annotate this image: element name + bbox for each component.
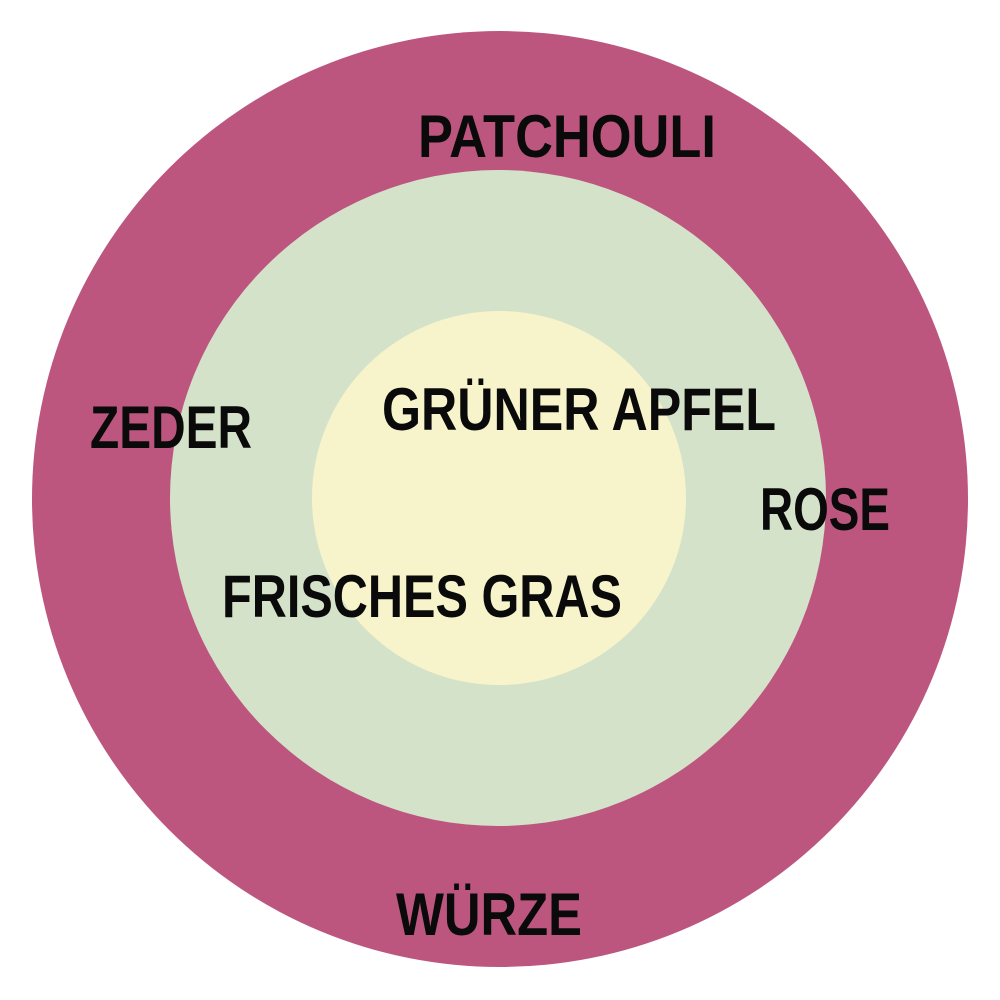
label-gruener-apfel: GRÜNER APFEL (382, 376, 776, 443)
label-patchouli: PATCHOULI (418, 103, 716, 170)
label-rose: ROSE (760, 476, 890, 543)
label-frisches-gras: FRISCHES GRAS (222, 563, 622, 630)
label-wuerze: WÜRZE (396, 881, 582, 948)
inner-circle (312, 311, 686, 685)
label-zeder: ZEDER (90, 394, 252, 461)
